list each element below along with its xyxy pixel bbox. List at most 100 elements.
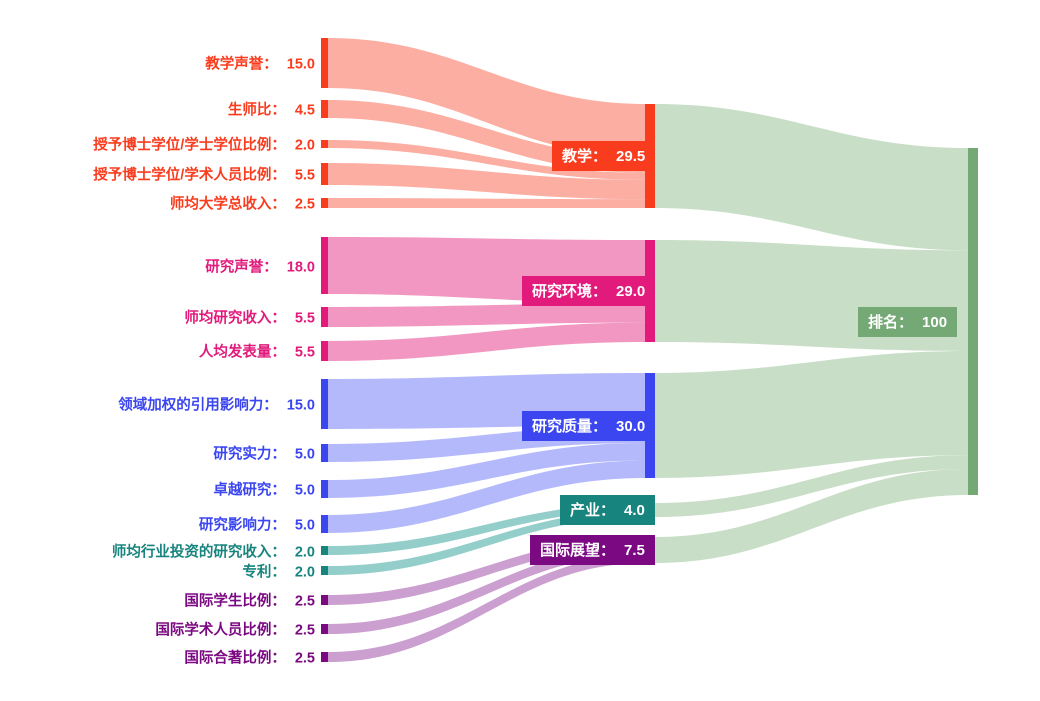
sankey-label-text: 教学声誉： bbox=[205, 56, 278, 73]
sankey-label-intl_students: 国际学生比例： 2.5 bbox=[184, 590, 315, 611]
sankey-link bbox=[328, 38, 645, 157]
sankey-node-label-research_qual[interactable]: 研究质量： 30.0 bbox=[522, 410, 656, 441]
sankey-label-text: 生师比： bbox=[227, 102, 286, 119]
sankey-label-text: 研究影响力： bbox=[198, 517, 286, 534]
sankey-label-doc_bach: 授予博士学位/学士学位比例： 2.0 bbox=[93, 134, 315, 155]
sankey-node-label-text: 研究环境： bbox=[532, 283, 608, 300]
sankey-node-label-value: 30.0 bbox=[616, 417, 646, 435]
sankey-label-text: 研究实力： bbox=[213, 446, 286, 463]
sankey-label-doc_staff: 授予博士学位/学术人员比例： 5.5 bbox=[93, 164, 315, 185]
sankey-label-value: 2.5 bbox=[294, 650, 315, 667]
sankey-label-res_income: 师均研究收入： 5.5 bbox=[184, 307, 315, 328]
sankey-node-fwci[interactable] bbox=[321, 379, 328, 429]
sankey-node-label-value: 7.5 bbox=[624, 542, 645, 559]
sankey-label-text: 国际合著比例： bbox=[184, 650, 286, 667]
sankey-label-text: 授予博士学位/学士学位比例： bbox=[93, 137, 286, 154]
sankey-label-value: 15.0 bbox=[286, 56, 315, 73]
sankey-node-res_strength[interactable] bbox=[321, 444, 328, 462]
sankey-node-res_influence[interactable] bbox=[321, 515, 328, 533]
sankey-node-intl_coauth[interactable] bbox=[321, 652, 328, 662]
sankey-label-teach_rep: 教学声誉： 15.0 bbox=[205, 53, 315, 74]
sankey-link bbox=[328, 537, 645, 605]
sankey-label-res_pub: 人均发表量： 5.5 bbox=[199, 341, 315, 362]
sankey-link bbox=[328, 163, 645, 200]
sankey-label-res_excel: 卓越研究：5.0 bbox=[213, 479, 315, 500]
sankey-node-teach_rep[interactable] bbox=[321, 38, 328, 88]
sankey-label-res_rep: 研究声誉： 18.0 bbox=[205, 255, 315, 276]
sankey-label-value: 2.5 bbox=[294, 593, 315, 610]
sankey-label-value: 2.5 bbox=[294, 196, 315, 213]
sankey-label-text: 师均行业投资的研究收入： bbox=[111, 544, 286, 560]
sankey-label-text: 人均发表量： bbox=[198, 344, 286, 361]
sankey-label-text: 专利： bbox=[242, 564, 286, 580]
sankey-label-value: 2.0 bbox=[294, 137, 315, 154]
sankey-link bbox=[328, 554, 645, 662]
sankey-node-res_rep[interactable] bbox=[321, 237, 328, 294]
sankey-label-value: 5.0 bbox=[294, 517, 315, 534]
sankey-node-label-value: 4.0 bbox=[624, 502, 645, 519]
sankey-node-label-text: 排名： bbox=[868, 313, 914, 331]
sankey-link bbox=[655, 468, 968, 563]
sankey-label-inst_income: 师均大学总收入： 2.5 bbox=[170, 193, 315, 214]
sankey-node-label-text: 研究质量： bbox=[532, 417, 608, 435]
sankey-label-value: 5.5 bbox=[294, 167, 315, 184]
sankey-link bbox=[328, 198, 645, 208]
sankey-node-student_staff[interactable] bbox=[321, 100, 328, 118]
sankey-node-label-text: 教学： bbox=[562, 148, 608, 165]
sankey-node-patents[interactable] bbox=[321, 566, 328, 575]
sankey-link bbox=[328, 303, 645, 327]
sankey-label-text: 研究声誉： bbox=[205, 259, 278, 275]
sankey-label-intl_staff: 国际学术人员比例： 2.5 bbox=[155, 619, 315, 640]
sankey-node-inst_income[interactable] bbox=[321, 198, 328, 208]
sankey-label-value: 15.0 bbox=[286, 397, 315, 414]
sankey-label-value: 5.5 bbox=[294, 310, 315, 327]
sankey-label-value: 2.0 bbox=[294, 564, 315, 580]
sankey-label-text: 国际学生比例： bbox=[184, 593, 286, 610]
sankey-node-intl_students[interactable] bbox=[321, 595, 328, 605]
sankey-label-value: 2.5 bbox=[294, 622, 315, 639]
sankey-label-student_staff: 生师比： 4.5 bbox=[228, 99, 315, 120]
sankey-label-value: 18.0 bbox=[286, 259, 315, 275]
sankey-link bbox=[328, 322, 645, 361]
sankey-label-value: 4.5 bbox=[294, 102, 315, 119]
sankey-label-value: 5.0 bbox=[294, 482, 315, 499]
sankey-node-intl_staff[interactable] bbox=[321, 624, 328, 634]
sankey-label-text: 师均研究收入： bbox=[184, 310, 286, 327]
sankey-label-intl_coauth: 国际合著比例： 2.5 bbox=[184, 647, 315, 668]
sankey-link bbox=[655, 350, 968, 478]
sankey-label-text: 师均大学总收入： bbox=[169, 196, 286, 213]
sankey-node-rank[interactable] bbox=[968, 148, 978, 495]
sankey-node-label-research_env[interactable]: 研究环境： 29.0 bbox=[522, 276, 656, 306]
sankey-node-label-value: 100 bbox=[922, 313, 948, 331]
sankey-node-doc_bach[interactable] bbox=[321, 140, 328, 148]
sankey-label-fwci: 领域加权的引用影响力：15.0 bbox=[118, 394, 315, 415]
sankey-label-value: 5.5 bbox=[294, 344, 315, 361]
sankey-label-text: 国际学术人员比例： bbox=[155, 622, 286, 639]
sankey-link bbox=[328, 545, 645, 634]
sankey-label-res_strength: 研究实力：5.0 bbox=[213, 443, 315, 464]
sankey-link bbox=[328, 443, 645, 498]
sankey-node-label-text: 国际展望： bbox=[540, 542, 616, 559]
sankey-node-label-value: 29.5 bbox=[616, 148, 646, 165]
sankey-node-res_pub[interactable] bbox=[321, 341, 328, 361]
sankey-node-doc_staff[interactable] bbox=[321, 163, 328, 185]
sankey-label-ind_income: 师均行业投资的研究收入： 2.0 bbox=[112, 540, 315, 561]
sankey-label-text: 授予博士学位/学术人员比例： bbox=[93, 167, 286, 184]
sankey-node-label-intl_outlook[interactable]: 国际展望： 7.5 bbox=[530, 535, 655, 565]
sankey-node-label-rank[interactable]: 排名： 100 bbox=[858, 306, 958, 337]
sankey-node-label-value: 29.0 bbox=[616, 283, 646, 300]
sankey-link bbox=[328, 460, 645, 533]
sankey-link bbox=[328, 510, 645, 575]
sankey-node-label-teaching[interactable]: 教学： 29.5 bbox=[552, 141, 656, 171]
sankey-node-res_excel[interactable] bbox=[321, 480, 328, 498]
sankey-link bbox=[655, 455, 968, 517]
sankey-label-patents: 专利： 2.0 bbox=[242, 560, 315, 581]
sankey-node-label-text: 产业： bbox=[570, 502, 616, 519]
sankey-node-label-industry_n[interactable]: 产业： 4.0 bbox=[560, 495, 655, 525]
sankey-label-value: 2.0 bbox=[294, 544, 315, 560]
sankey-node-ind_income[interactable] bbox=[321, 546, 328, 555]
sankey-link bbox=[328, 503, 645, 555]
sankey-node-res_income[interactable] bbox=[321, 307, 328, 327]
sankey-link bbox=[655, 104, 968, 251]
